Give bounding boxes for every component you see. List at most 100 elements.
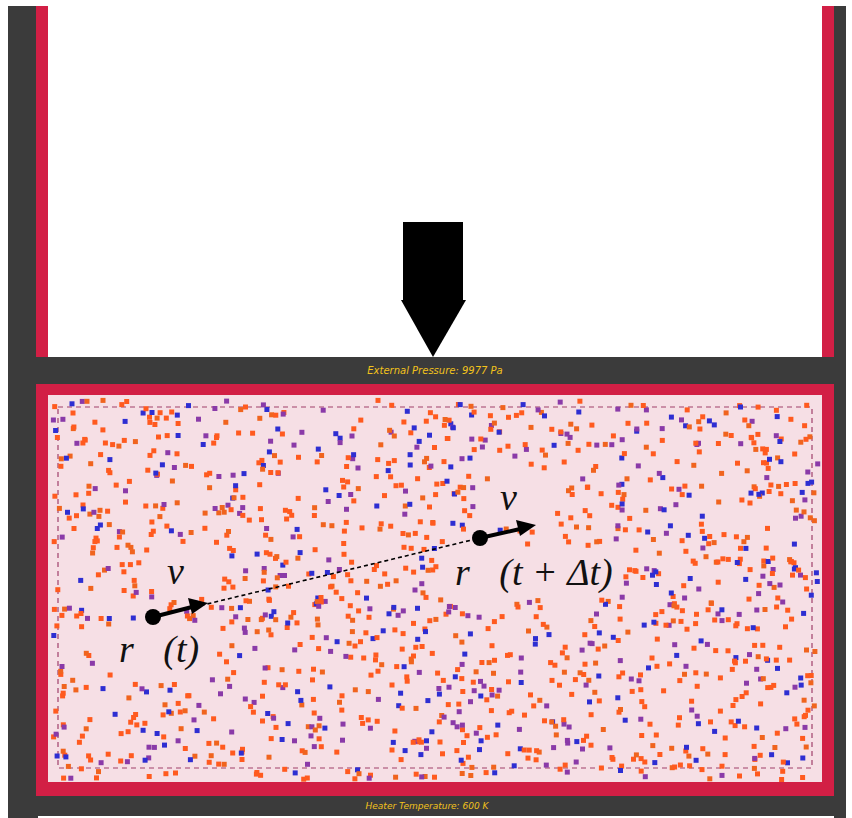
gas-particle [484, 770, 489, 775]
gas-particle [667, 661, 672, 666]
gas-particle [775, 666, 780, 671]
gas-particle [411, 570, 416, 575]
gas-particle [283, 682, 288, 687]
gas-particle [729, 433, 734, 438]
gas-particle [738, 546, 743, 551]
gas-particle [356, 486, 361, 491]
gas-particle [748, 501, 753, 506]
gas-particle [716, 580, 721, 585]
gas-particle [126, 695, 131, 700]
gas-particle [192, 717, 197, 722]
gas-particle [211, 716, 216, 721]
gas-particle [654, 733, 659, 738]
gas-particle [594, 539, 599, 544]
gas-particle [802, 509, 807, 514]
gas-particle [428, 410, 433, 415]
gas-particle [687, 424, 692, 429]
gas-particle [74, 614, 79, 619]
gas-particle [305, 776, 310, 781]
gas-particle [207, 760, 212, 765]
gas-particle [772, 585, 777, 590]
gas-particle [749, 435, 754, 440]
gas-particle [804, 745, 809, 750]
gas-particle [207, 471, 212, 476]
gas-particle [433, 492, 438, 497]
gas-particle [801, 611, 806, 616]
gas-particle [70, 678, 75, 683]
gas-particle [750, 419, 755, 424]
gas-particle [623, 574, 628, 579]
gas-particle [179, 726, 184, 731]
gas-particle [229, 619, 234, 624]
gas-particle [743, 659, 748, 664]
gas-particle [271, 609, 276, 614]
gas-particle [788, 559, 793, 564]
gas-particle [401, 631, 406, 636]
gas-particle [421, 590, 426, 595]
gas-particle [401, 608, 406, 613]
gas-particle [787, 658, 792, 663]
gas-particle [576, 410, 581, 415]
gas-particle [276, 682, 281, 687]
gas-particle [276, 471, 281, 476]
gas-particle [430, 651, 435, 656]
gas-particle [577, 399, 582, 404]
gas-particle [51, 418, 56, 423]
gas-particle [514, 413, 519, 418]
gas-particle [224, 659, 229, 664]
gas-particle [145, 468, 150, 473]
gas-particle [61, 776, 66, 781]
gas-particle [761, 563, 766, 568]
gas-particle [460, 611, 465, 616]
gas-particle [96, 769, 101, 774]
gas-particle [453, 674, 458, 679]
gas-particle [589, 423, 594, 428]
gas-particle [580, 648, 585, 653]
gas-particle [467, 513, 472, 518]
gas-particle [326, 557, 331, 562]
gas-particle [582, 632, 587, 637]
gas-particle [566, 441, 571, 446]
gas-particle [461, 740, 466, 745]
gas-particle [415, 637, 420, 642]
gas-particle [321, 408, 326, 413]
gas-particle [733, 623, 738, 628]
gas-particle [390, 683, 395, 688]
gas-particle [774, 433, 779, 438]
gas-particle [337, 493, 342, 498]
gas-particle [726, 617, 731, 622]
gas-particle [222, 510, 227, 515]
gas-particle [399, 757, 404, 762]
gas-particle [92, 420, 97, 425]
gas-particle [390, 748, 395, 753]
gas-particle [655, 664, 660, 669]
gas-particle [222, 762, 227, 767]
gas-particle [566, 539, 571, 544]
gas-particle [100, 427, 105, 432]
gas-particle [417, 737, 422, 742]
gas-particle [678, 763, 683, 768]
gas-particle [219, 605, 224, 610]
gas-particle [645, 530, 650, 535]
gas-particle [586, 678, 591, 683]
gas-particle [705, 752, 710, 757]
gas-particle [216, 762, 221, 767]
gas-particle [677, 678, 682, 683]
gas-particle [72, 526, 77, 531]
gas-particle [210, 677, 215, 682]
gas-particle [586, 543, 591, 548]
gas-particle [626, 421, 631, 426]
gas-particle [118, 759, 123, 764]
gas-particle [166, 709, 171, 714]
gas-particle [324, 635, 329, 640]
gas-particle [107, 616, 112, 621]
gas-particle [680, 608, 685, 613]
gas-particle [58, 464, 63, 469]
gas-particle [697, 427, 702, 432]
gas-particle [295, 689, 300, 694]
gas-particle [429, 729, 434, 734]
gas-particle [812, 703, 817, 708]
gas-particle [563, 763, 568, 768]
gas-particle [488, 427, 493, 432]
gas-particle [709, 600, 714, 605]
